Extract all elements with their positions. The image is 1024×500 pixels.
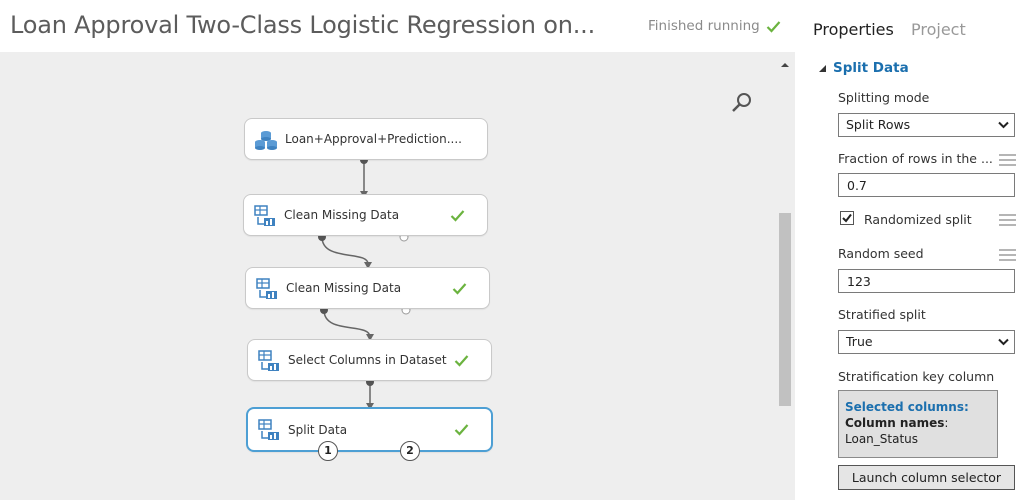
selected-columns-summary: Selected columns: Column names: Loan_Sta…: [838, 390, 998, 458]
column-names-value: Loan_Status: [845, 432, 919, 446]
collapse-triangle-icon: [819, 64, 826, 72]
module-icon: [258, 350, 279, 371]
random-seed-options-handle-icon[interactable]: [999, 249, 1016, 264]
column-names-colon: :: [944, 416, 949, 430]
search-icon[interactable]: [731, 92, 753, 114]
tab-project[interactable]: Project: [911, 20, 966, 39]
output-port-1[interactable]: 1: [318, 441, 338, 461]
checkmark-icon: [452, 283, 467, 295]
module-clean-missing-data-2[interactable]: Clean Missing Data: [245, 267, 490, 309]
fraction-label: Fraction of rows in the ...: [838, 151, 993, 166]
stratification-key-label: Stratification key column: [838, 369, 995, 384]
splitting-mode-value: Split Rows: [846, 117, 911, 132]
module-icon: [256, 278, 277, 299]
tab-properties[interactable]: Properties: [813, 20, 894, 39]
column-names-label: Column names: [845, 416, 945, 430]
module-label: Select Columns in Dataset: [288, 353, 447, 367]
experiment-title: Loan Approval Two-Class Logistic Regress…: [10, 11, 595, 39]
chevron-down-icon: [998, 121, 1009, 129]
checkmark-icon: [454, 355, 469, 367]
selected-columns-heading: Selected columns:: [845, 400, 969, 414]
module-select-columns[interactable]: Select Columns in Dataset: [247, 339, 492, 381]
randomized-split-label: Randomized split: [864, 212, 972, 227]
section-title: Split Data: [833, 60, 909, 76]
module-split-data[interactable]: Split Data: [246, 407, 493, 452]
randomized-split-checkbox[interactable]: [840, 211, 854, 225]
module-clean-missing-data-1[interactable]: Clean Missing Data: [243, 194, 488, 236]
run-status: Finished running: [648, 18, 781, 34]
stratified-split-label: Stratified split: [838, 307, 926, 322]
module-label: Loan+Approval+Prediction....: [285, 132, 462, 146]
output-port-2[interactable]: 2: [400, 441, 420, 461]
randomized-options-handle-icon[interactable]: [999, 214, 1016, 229]
fraction-options-handle-icon[interactable]: [999, 154, 1016, 169]
module-label: Clean Missing Data: [286, 281, 402, 295]
splitting-mode-select[interactable]: Split Rows: [838, 113, 1015, 137]
fraction-input[interactable]: [838, 173, 1015, 197]
random-seed-input[interactable]: [838, 269, 1015, 293]
column-names-line: Column names:: [845, 415, 991, 431]
chevron-down-icon: [998, 338, 1009, 346]
checkmark-icon: [842, 213, 852, 223]
stratified-split-value: True: [846, 334, 873, 349]
module-label: Split Data: [288, 422, 348, 437]
canvas-scrollbar-thumb[interactable]: [779, 213, 791, 406]
launch-column-selector-button[interactable]: Launch column selector: [838, 465, 1015, 490]
random-seed-label: Random seed: [838, 246, 924, 261]
checkmark-icon: [450, 210, 465, 222]
module-dataset[interactable]: Loan+Approval+Prediction....: [244, 118, 488, 160]
checkmark-icon: [766, 20, 781, 33]
splitting-mode-label: Splitting mode: [838, 90, 930, 105]
properties-panel: Properties Project Split Data Splitting …: [796, 0, 1024, 500]
stratified-split-select[interactable]: True: [838, 330, 1015, 354]
run-status-text: Finished running: [648, 18, 760, 34]
checkmark-icon: [454, 424, 469, 436]
dataset-icon: [255, 131, 277, 150]
section-header-split-data[interactable]: Split Data: [818, 60, 909, 76]
scroll-up-arrow-icon[interactable]: [779, 60, 791, 70]
module-label: Clean Missing Data: [284, 208, 400, 222]
module-icon: [254, 205, 275, 226]
module-icon: [258, 419, 279, 440]
